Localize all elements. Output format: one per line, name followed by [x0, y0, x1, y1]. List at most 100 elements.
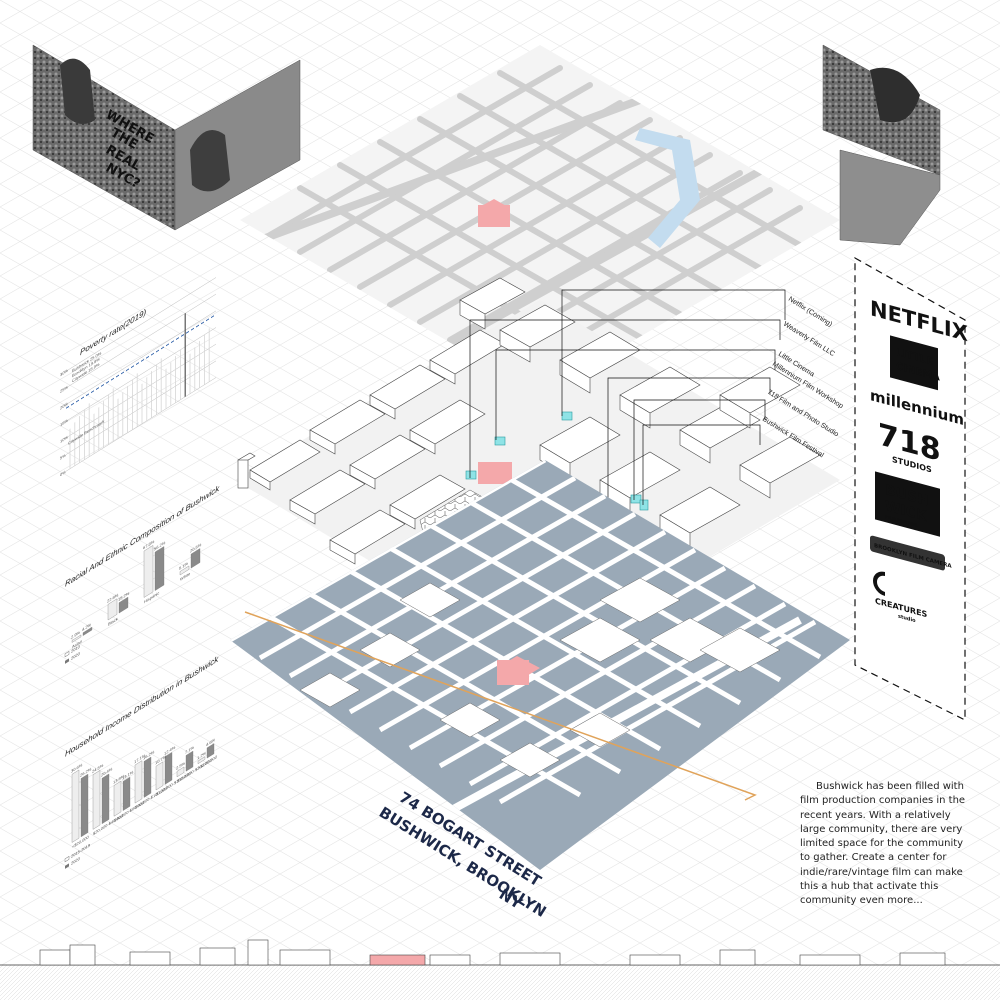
racial-bars — [71, 545, 201, 643]
poverty-y-ticks: 30% 25% 20% 15% 10% 5% 0% — [60, 368, 68, 478]
bar-value-label: 56.2% — [154, 540, 165, 552]
bar-2020 — [122, 776, 131, 811]
bar-value-label: 22.8% — [107, 592, 118, 604]
bar-2015-2019 — [155, 761, 164, 791]
bar-value-label: 2.5% — [176, 761, 185, 771]
bar-value-label: 24.5% — [92, 763, 103, 775]
income-bars — [71, 743, 215, 843]
street-network-layer — [240, 45, 840, 395]
poverty-y-tick-label: 10% — [60, 434, 68, 444]
bar-value-label: 15.2% — [118, 591, 129, 603]
category-label: Asian — [72, 638, 83, 649]
mural-photo-left: WHERE THE REAL NYC? — [32, 44, 301, 231]
bar-2010 — [179, 565, 190, 576]
bar-value-label: 1.2% — [197, 750, 206, 760]
poverty-y-tick-label: 15% — [60, 418, 68, 428]
poverty-gridline — [66, 310, 216, 405]
site-block-top — [478, 205, 510, 227]
creatures-c-icon — [873, 571, 886, 597]
bar-2020 — [164, 752, 173, 785]
bar-value-label: 12.4% — [164, 745, 175, 757]
mural-figure — [870, 67, 920, 123]
bar-value-label: 13.1% — [122, 769, 133, 781]
poverty-gridline — [66, 293, 216, 389]
poverty-gridline — [66, 277, 216, 372]
little-cinema-logo — [890, 335, 938, 391]
bar-2020 — [206, 743, 215, 759]
poverty-gridline — [66, 327, 216, 422]
block-map-buildings — [299, 577, 781, 778]
bar-value-label: 5.1% — [179, 561, 188, 571]
bar-2020 — [185, 750, 194, 772]
bar-2010 — [143, 545, 154, 598]
mural-portrait — [60, 58, 95, 124]
bar-value-label: 10.7% — [155, 754, 166, 766]
bar-2020 — [190, 548, 201, 569]
bar-2015-2019 — [176, 766, 185, 778]
poverty-gridline — [66, 343, 216, 439]
category-label: White — [180, 571, 191, 582]
bar-2020 — [154, 546, 165, 591]
racial-legend-swatch-2010 — [64, 651, 70, 658]
creatures-subtitle: studio — [898, 614, 916, 625]
income-legend-label-2020: 2020 — [71, 856, 80, 866]
bar-2015-2019 — [197, 756, 206, 765]
site-block-middle — [478, 462, 512, 484]
mural-photo-right — [822, 44, 941, 246]
poverty-benchmark-line — [66, 314, 216, 409]
elevation-ground — [0, 965, 1000, 1000]
category-label: Black — [108, 616, 119, 627]
bar-value-label: 7.1% — [185, 745, 194, 755]
bar-value-label: 20.5% — [190, 542, 201, 554]
site-block-bottom — [497, 660, 529, 685]
bar-2015-2019 — [113, 780, 122, 817]
bar-2015-2019 — [92, 770, 101, 830]
bar-value-label: 67.8% — [143, 539, 154, 551]
racial-legend-label-2020: 2020 — [71, 651, 80, 661]
bar-2010 — [107, 598, 118, 621]
bar-2020 — [143, 756, 152, 798]
bar-2020 — [82, 626, 93, 636]
section-cut-line — [244, 611, 757, 801]
poverty-y-tick-label: 5% — [60, 453, 66, 461]
newtown-creek-water — [635, 128, 700, 248]
elevation-buildings — [39, 939, 946, 966]
elevation-site-building — [369, 954, 426, 966]
bar-value-label: 26.2% — [80, 766, 91, 778]
bar-2015-2019 — [134, 760, 143, 804]
poverty-bars — [69, 313, 210, 470]
mural-face — [190, 130, 230, 192]
bar-value-label: 17.1% — [134, 753, 145, 765]
poverty-y-tick-label: 30% — [60, 368, 68, 378]
racial-legend-label-2010: 2010 — [71, 644, 80, 654]
mural-lower-wall — [839, 149, 941, 246]
bushwick-film-festival-logo — [875, 471, 940, 537]
block-map-plate — [230, 460, 850, 870]
poverty-gridline — [66, 360, 216, 455]
building-blocks — [237, 277, 821, 565]
bar-value-label: 2.9% — [71, 630, 80, 640]
bar-2015-2019 — [71, 769, 80, 843]
bar-value-label: 4.2% — [82, 622, 91, 632]
poverty-y-tick-label: 20% — [60, 401, 68, 411]
bar-value-label: 13.8% — [113, 773, 124, 785]
brooklyn-film-camera-logo — [870, 535, 945, 571]
bar-value-label: 4.6% — [206, 737, 215, 747]
logo-panel: NETFLIX LITTLE CINEMA millennium 718 STU… — [854, 256, 968, 721]
company-leader-lines — [469, 289, 786, 575]
street-elevation — [0, 939, 1000, 1000]
racial-legend-swatch-2020 — [65, 658, 69, 664]
poverty-y-tick-label: 25% — [60, 384, 68, 394]
income-value-labels: 30.6%26.2%24.5%20.4%13.8%13.1%17.1%16.2%… — [71, 737, 215, 785]
poverty-gridline — [66, 377, 216, 472]
income-legend-swatch-2020 — [65, 863, 69, 869]
racial-value-labels: 2.9%4.2% 22.8%15.2% 67.8%56.2% 5.1%20.5% — [71, 539, 201, 640]
bar-2020 — [118, 596, 129, 614]
bar-value-label: 20.4% — [101, 766, 112, 778]
description-paragraph: Bushwick has been filled with film produ… — [800, 781, 966, 907]
poverty-y-tick-label: 0% — [60, 469, 66, 477]
bar-2010 — [71, 634, 82, 643]
poverty-gridlines — [66, 277, 216, 472]
